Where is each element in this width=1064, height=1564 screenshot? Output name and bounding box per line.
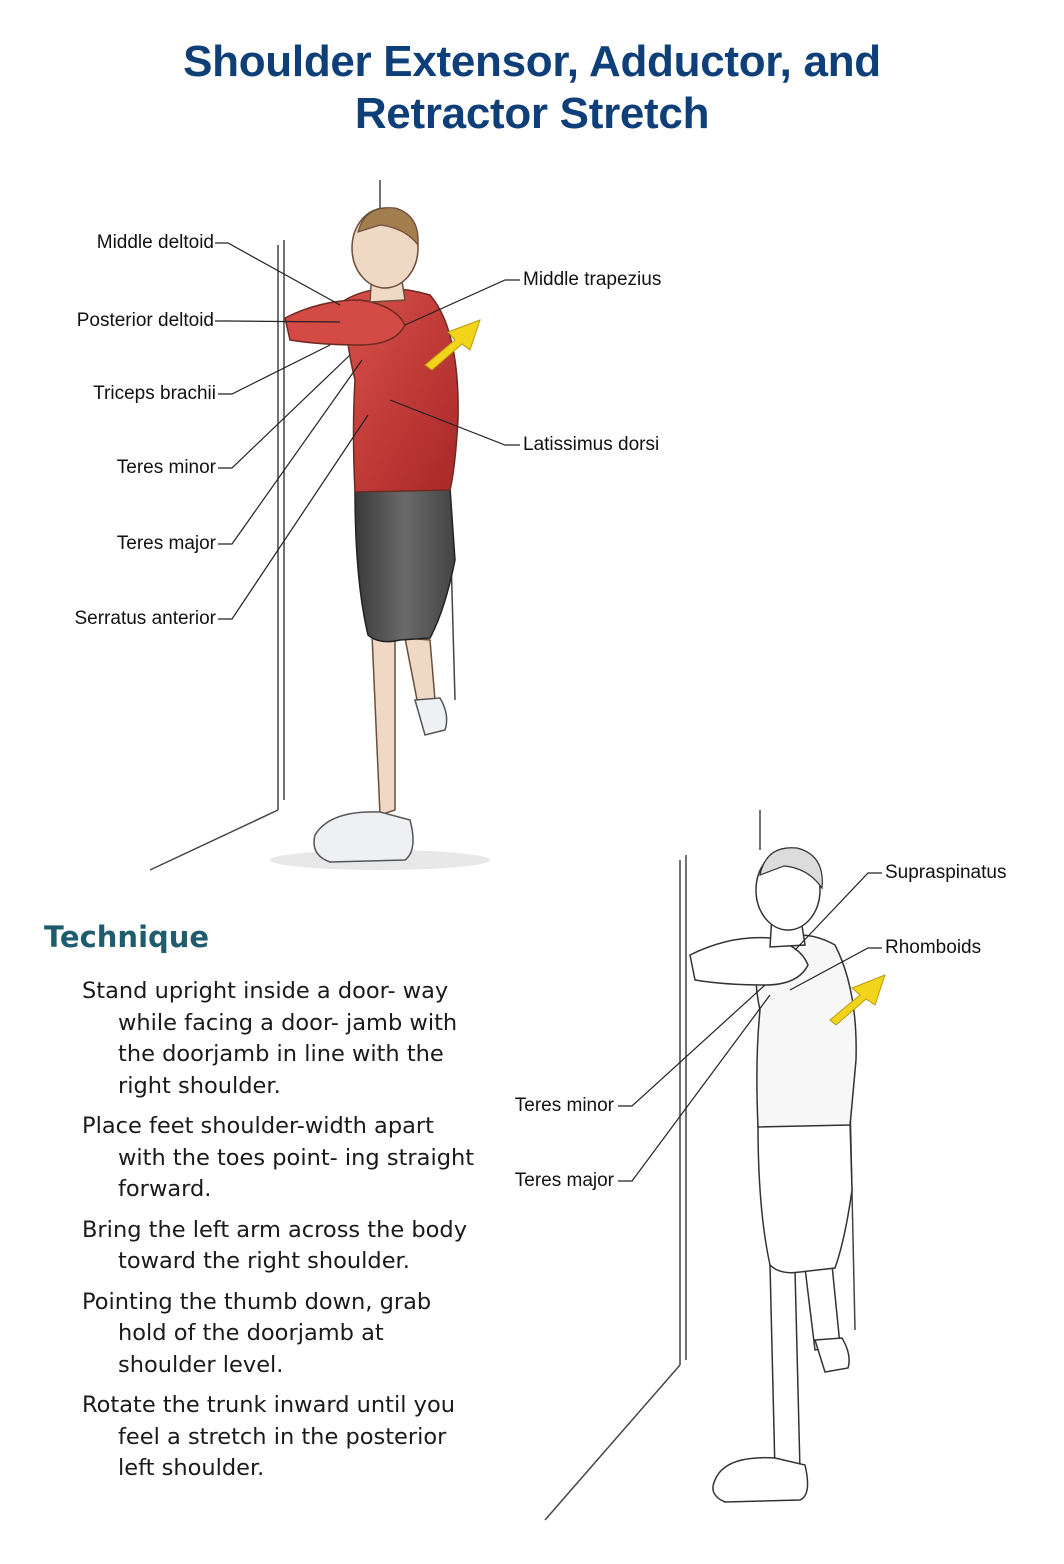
shorts-bottom [757, 1121, 853, 1274]
label-rhomboids: Rhomboids [885, 937, 982, 958]
technique-step: Place feet shoulder-width apart with the… [82, 1113, 475, 1202]
label-teres-minor: Teres minor [116, 457, 216, 478]
arm-bottom [689, 936, 809, 986]
leaders-top [215, 242, 520, 620]
label-teres-major: Teres major [116, 533, 216, 554]
page-title: Shoulder Extensor, Adductor, and Retract… [0, 36, 1064, 140]
label-serratus-anterior: Serratus anterior [74, 608, 216, 629]
label-middle-trapezius: Middle trapezius [523, 269, 662, 290]
technique-step: Rotate the trunk inward until you feel a… [82, 1392, 455, 1481]
top-figure [149, 180, 490, 871]
technique-heading: Technique [44, 920, 210, 954]
technique-step: Pointing the thumb down, grab hold of th… [82, 1288, 432, 1378]
bottom-figure [544, 810, 886, 1521]
shorts-top [354, 487, 456, 643]
technique-steps: Stand upright inside a door- way while f… [82, 976, 482, 1494]
stretch-arrow-bottom [829, 974, 886, 1026]
label-triceps-brachii: Triceps brachii [93, 383, 216, 404]
legs-top [371, 634, 436, 817]
title-line-2: Retractor Stretch [354, 89, 710, 138]
label-teres-minor-bottom: Teres minor [514, 1095, 614, 1116]
shoes-bottom [712, 1337, 850, 1503]
shoes-top [313, 697, 448, 863]
technique-step: Bring the left arm across the body towar… [82, 1216, 468, 1275]
label-teres-major-bottom: Teres major [514, 1170, 614, 1191]
leaders-bottom [618, 872, 882, 1182]
label-posterior-deltoid: Posterior deltoid [76, 310, 214, 331]
hair-bottom [759, 847, 823, 890]
label-middle-deltoid: Middle deltoid [96, 232, 214, 253]
stretch-arrow-top [424, 319, 481, 371]
hair-top [357, 207, 419, 247]
title-line-1: Shoulder Extensor, Adductor, and [183, 37, 881, 86]
label-supraspinatus: Supraspinatus [885, 862, 1007, 883]
technique-step: Stand upright inside a door- way while f… [82, 978, 458, 1099]
label-latissimus-dorsi: Latissimus dorsi [523, 434, 660, 455]
legs-bottom [769, 1264, 841, 1473]
